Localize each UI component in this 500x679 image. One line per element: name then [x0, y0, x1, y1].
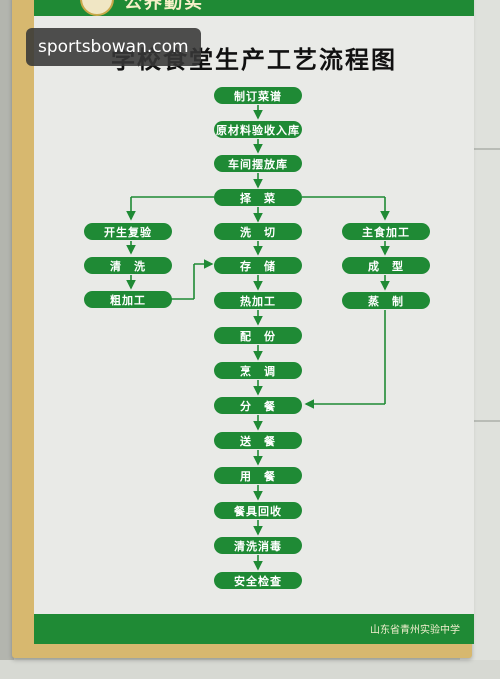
flow-step-serving: 分 餐 [214, 397, 302, 414]
poster-frame: 公养勤实 学校食堂生产工艺流程图 [12, 0, 474, 658]
school-name: 山东省青州实验中学 [370, 625, 460, 636]
flow-step-shaping: 成 型 [342, 257, 430, 274]
tile-joint [460, 148, 500, 150]
flow-step-rough-processing: 粗加工 [84, 291, 172, 308]
flow-step-cooking: 烹 调 [214, 362, 302, 379]
flow-step-storage-room: 车间摆放库 [214, 155, 302, 172]
poster-board: 公养勤实 学校食堂生产工艺流程图 [34, 0, 474, 644]
wall-left [0, 0, 14, 679]
flow-step-portioning: 配 份 [214, 327, 302, 344]
flow-step-menu: 制订菜谱 [214, 87, 302, 104]
bottom-band [34, 614, 474, 644]
flow-step-receiving: 原材料验收入库 [214, 121, 302, 138]
flow-step-disinfection: 清洗消毒 [214, 537, 302, 554]
flow-arrows [126, 105, 390, 571]
flow-step-safety-check: 安全检查 [214, 572, 302, 589]
flow-step-wash-cut: 洗 切 [214, 223, 302, 240]
flow-step-washing: 清 洗 [84, 257, 172, 274]
flow-step-delivery: 送 餐 [214, 432, 302, 449]
top-band [34, 0, 474, 16]
site-watermark: sportsbowan.com [26, 28, 201, 66]
flow-step-dining: 用 餐 [214, 467, 302, 484]
flow-step-sorting: 择 菜 [214, 189, 302, 206]
flow-step-staple-processing: 主食加工 [342, 223, 430, 240]
flow-step-tableware-recovery: 餐具回收 [214, 502, 302, 519]
tile-joint [460, 420, 500, 422]
wall-bottom [0, 660, 500, 679]
flow-step-hot-processing: 热加工 [214, 292, 302, 309]
top-title: 公养勤实 [124, 0, 204, 13]
flow-step-steaming: 蒸 制 [342, 292, 430, 309]
flow-step-store: 存 储 [214, 257, 302, 274]
flow-step-recheck: 开生复验 [84, 223, 172, 240]
